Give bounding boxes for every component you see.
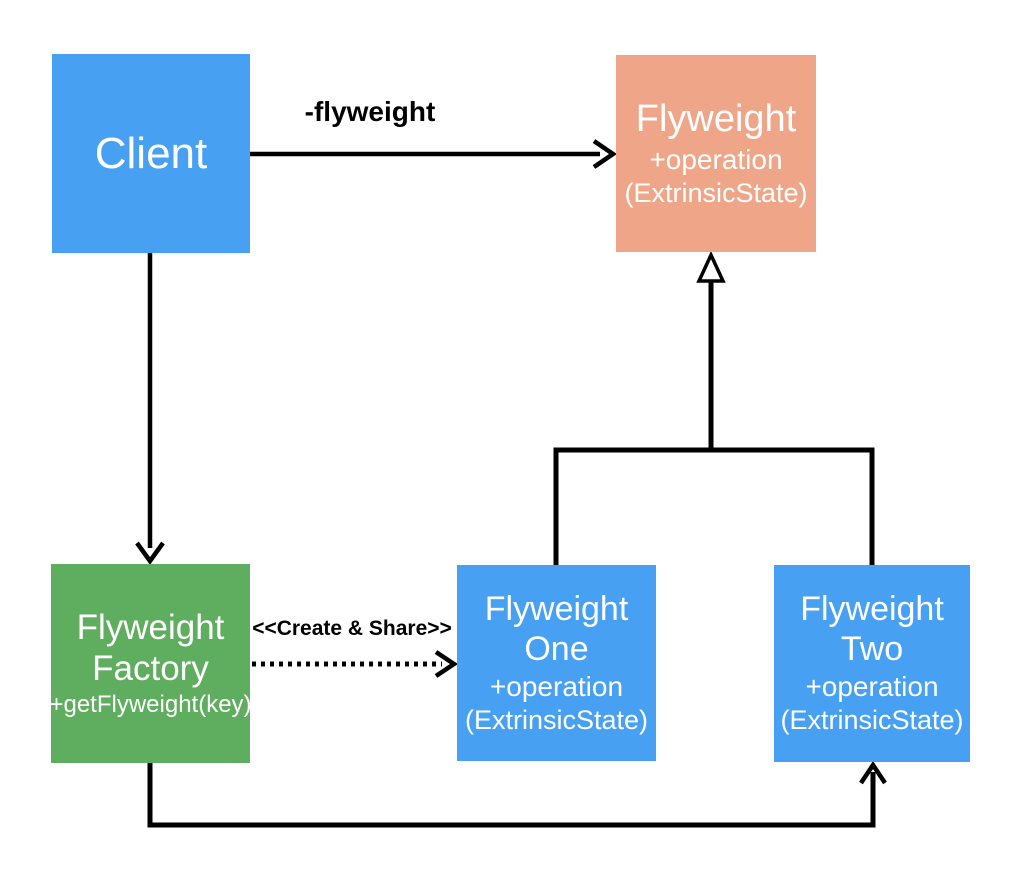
- client-label: Client: [94, 128, 208, 178]
- flyweight-one-title-line2: One: [524, 629, 589, 668]
- flyweight-title: Flyweight: [635, 97, 797, 140]
- edge-generalization-branch-lines: [553, 447, 875, 565]
- factory-title-line1: Flyweight: [76, 607, 225, 647]
- node-client: Client: [52, 54, 250, 253]
- flyweight-two-operation: +operation: [805, 671, 939, 703]
- edge-generalization-hollow-triangle-arrowhead: [696, 250, 726, 283]
- edge-client-to-factory-arrowhead: [135, 541, 165, 565]
- edge-label-flyweight: -flyweight: [304, 96, 436, 127]
- node-flyweight-two: Flyweight Two +operation (ExtrinsicState…: [774, 565, 970, 762]
- flyweight-one-extrinsic-state: (ExtrinsicState): [464, 704, 649, 735]
- edge-factory-to-two-arrowhead: [859, 760, 887, 785]
- edge-factory-to-one-arrowhead: [434, 650, 459, 678]
- node-flyweight-one: Flyweight One +operation (ExtrinsicState…: [457, 565, 656, 761]
- node-flyweight-factory: Flyweight Factory +getFlyweight(key): [49, 564, 252, 763]
- factory-get-flyweight-method: +getFlyweight(key): [49, 691, 252, 719]
- edge-label-create-and-share: <<Create & Share>>: [252, 617, 452, 640]
- flyweight-two-title-line1: Flyweight: [800, 590, 944, 629]
- factory-title-line2: Factory: [92, 648, 209, 688]
- flyweight-operation: +operation: [649, 143, 783, 175]
- flyweight-extrinsic-state: (ExtrinsicState): [624, 177, 808, 208]
- node-flyweight: Flyweight +operation (ExtrinsicState): [616, 55, 816, 252]
- flyweight-two-title-line2: Two: [840, 630, 904, 669]
- flyweight-one-title-line1: Flyweight: [484, 589, 629, 628]
- flyweight-one-operation: +operation: [489, 670, 624, 702]
- flyweight-two-extrinsic-state: (ExtrinsicState): [780, 705, 964, 736]
- edge-client-to-flyweight-arrowhead: [592, 139, 617, 169]
- edge-factory-to-two-line: [147, 763, 876, 828]
